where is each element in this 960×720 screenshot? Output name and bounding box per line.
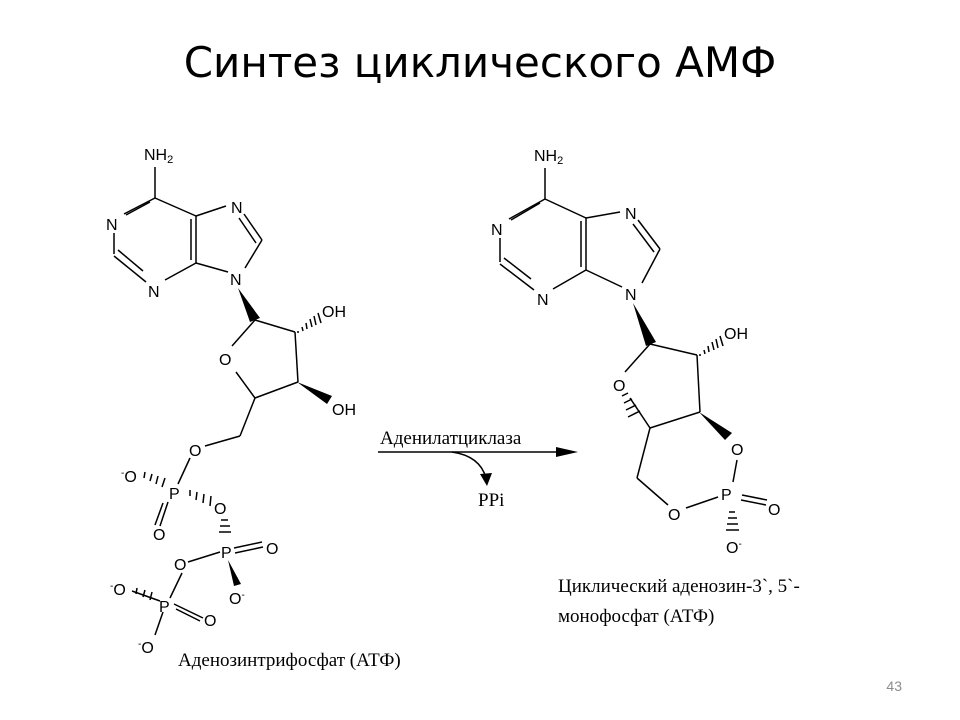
atp-o-bridge-1: O [214,501,226,518]
camp-n1: N [491,222,503,239]
slide-title: Синтез циклического АМФ [183,38,777,87]
atp-o5: O [189,443,201,460]
byproduct-label: PPi [478,490,504,511]
product-caption: Циклический аденозин-3`, 5`- монофосфат … [558,572,800,632]
atp-oh-2: OH [322,304,346,321]
atp-molecule [113,167,299,636]
camp-n3: N [537,292,549,309]
atp-o-bridge-2: O [174,557,186,574]
atp-oh-3: OH [332,402,356,419]
camp-o3: O [731,442,743,459]
atp-o-minus-2: -O [110,581,126,599]
camp-n7: N [625,206,637,223]
camp-nh2: NH2 [534,148,563,167]
atp-p-gamma: P [159,599,170,616]
camp-o-dbl: O [768,502,780,519]
atp-stereo-bonds [135,288,332,601]
camp-oh-2: OH [724,326,748,343]
atp-o-minus-3: -O [138,639,154,657]
page-number: 43 [886,678,902,694]
camp-o5: O [668,507,680,524]
atp-p-beta: P [221,545,232,562]
atp-p-alpha: P [169,486,180,503]
reaction-arrow: Аденилатциклаза PPi [378,428,578,511]
enzyme-label: Аденилатциклаза [380,428,522,449]
camp-o-minus: O- [726,539,742,557]
atp-n3: N [148,284,160,301]
atp-n1: N [106,217,118,234]
camp-molecule [499,168,768,509]
atp-atom-labels: NH2 N N N N O OH OH O -O P O O P O O- O … [106,147,356,657]
atp-o-minus-1: -O [121,468,137,486]
atp-n7: N [231,200,243,217]
camp-ring-o: O [613,378,625,395]
product-caption-line1: Циклический аденозин-3`, 5`- [558,576,800,597]
atp-o-minus-beta: O- [229,590,245,608]
atp-n9: N [230,272,242,289]
product-caption-line2: монофосфат (АТФ) [558,606,715,627]
atp-o-beta-dbl: O [266,541,278,558]
camp-atom-labels: NH2 N N N N O OH O O P O O- [491,148,780,557]
camp-stereo-bonds [621,303,739,531]
camp-p: P [721,487,732,504]
atp-ring-o: O [219,352,231,369]
reactant-caption: Аденозинтрифосфат (АТФ) [178,650,401,671]
atp-o-gamma-dbl: O [204,613,216,630]
atp-o-alpha-dbl: O [153,527,165,544]
atp-nh2: NH2 [144,147,173,166]
camp-n9: N [625,287,637,304]
